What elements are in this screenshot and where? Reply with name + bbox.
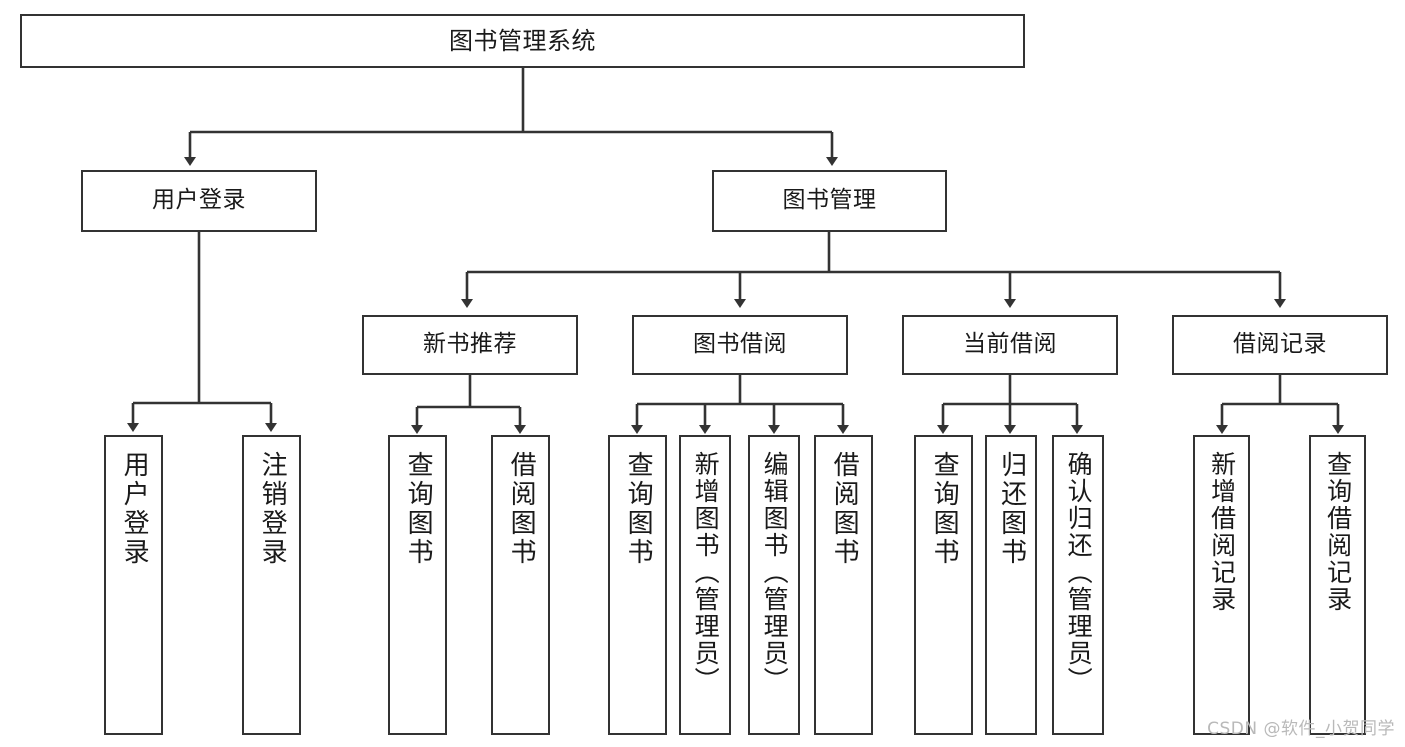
node-leaf-edit-book[interactable]: 编辑图书（管理员） (748, 435, 800, 735)
node-leaf-add-book-label: 新增图书（管理员） (691, 451, 721, 694)
node-leaf-borrow-book-1-label: 借阅图书 (506, 451, 537, 567)
watermark: CSDN @软件_小贺同学 (1207, 719, 1395, 739)
node-leaf-add-record[interactable]: 新增借阅记录 (1193, 435, 1250, 735)
node-leaf-return-book-label: 归还图书 (996, 451, 1027, 567)
node-root-label: 图书管理系统 (449, 26, 596, 55)
node-book-borrow-label: 图书借阅 (693, 331, 787, 358)
node-leaf-query-book-1-label: 查询图书 (403, 451, 434, 567)
node-leaf-query-book-1[interactable]: 查询图书 (388, 435, 447, 735)
node-leaf-query-book-2-label: 查询图书 (623, 451, 654, 567)
node-root[interactable]: 图书管理系统 (20, 14, 1025, 68)
node-leaf-add-record-label: 新增借阅记录 (1207, 451, 1237, 613)
node-new-book-rec[interactable]: 新书推荐 (362, 315, 578, 375)
node-leaf-logout[interactable]: 注销登录 (242, 435, 301, 735)
node-current-borrow[interactable]: 当前借阅 (902, 315, 1118, 375)
node-leaf-logout-label: 注销登录 (257, 451, 288, 567)
node-leaf-user-login-label: 用户登录 (119, 451, 150, 567)
node-new-book-rec-label: 新书推荐 (423, 331, 517, 358)
node-leaf-query-book-3-label: 查询图书 (929, 451, 960, 567)
node-book-manage[interactable]: 图书管理 (712, 170, 947, 232)
node-leaf-query-book-3[interactable]: 查询图书 (914, 435, 973, 735)
node-leaf-borrow-book-2-label: 借阅图书 (829, 451, 860, 567)
node-leaf-confirm-return[interactable]: 确认归还（管理员） (1052, 435, 1104, 735)
node-leaf-query-book-2[interactable]: 查询图书 (608, 435, 667, 735)
node-leaf-query-record-label: 查询借阅记录 (1323, 451, 1353, 613)
node-user-login-label: 用户登录 (152, 187, 246, 214)
node-book-manage-label: 图书管理 (782, 187, 877, 214)
node-leaf-edit-book-label: 编辑图书（管理员） (760, 451, 790, 694)
node-book-borrow[interactable]: 图书借阅 (632, 315, 848, 375)
node-leaf-borrow-book-2[interactable]: 借阅图书 (814, 435, 873, 735)
node-current-borrow-label: 当前借阅 (963, 331, 1057, 358)
node-leaf-query-record[interactable]: 查询借阅记录 (1309, 435, 1366, 735)
node-borrow-record[interactable]: 借阅记录 (1172, 315, 1388, 375)
node-leaf-user-login[interactable]: 用户登录 (104, 435, 163, 735)
node-leaf-return-book[interactable]: 归还图书 (985, 435, 1037, 735)
node-leaf-borrow-book-1[interactable]: 借阅图书 (491, 435, 550, 735)
node-user-login[interactable]: 用户登录 (81, 170, 317, 232)
node-borrow-record-label: 借阅记录 (1233, 331, 1327, 358)
node-leaf-confirm-return-label: 确认归还（管理员） (1064, 451, 1094, 694)
node-leaf-add-book[interactable]: 新增图书（管理员） (679, 435, 731, 735)
